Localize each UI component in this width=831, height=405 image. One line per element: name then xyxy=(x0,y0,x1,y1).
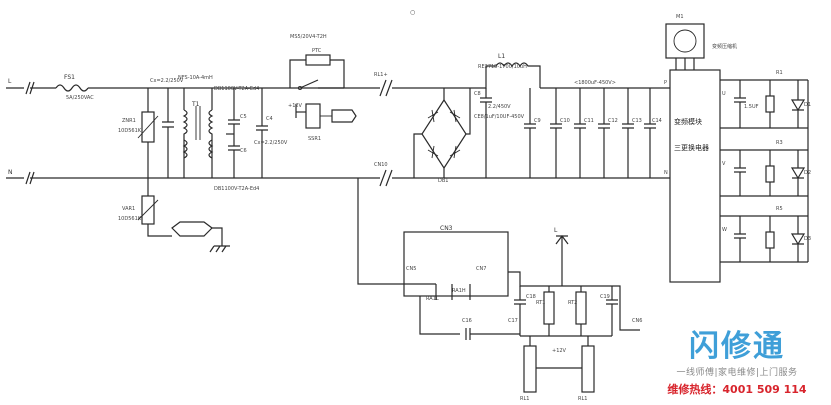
label-l1-spec: RE3718-1700/10uH xyxy=(478,64,527,70)
label-ra1l: RA1L xyxy=(426,296,439,302)
label-c11: C11 xyxy=(584,118,594,124)
label-ptc: PTC xyxy=(312,48,322,54)
label-p-node: P xyxy=(664,80,667,86)
y-capacitors xyxy=(226,88,240,178)
label-t1: T1 xyxy=(191,101,200,108)
label-rl1-a: RL1 xyxy=(520,396,529,402)
label-c13: C13 xyxy=(632,118,642,124)
label-lf: NFS-10A-4mH xyxy=(178,75,213,81)
label-l1: L1 xyxy=(498,53,505,60)
label-rl1plus: RL1+ xyxy=(374,72,388,78)
label-c14: C14 xyxy=(652,118,662,124)
label-cn6: CN6 xyxy=(632,318,642,324)
label-m1: M1 xyxy=(676,14,684,20)
label-znr1-spec: 10D561K xyxy=(118,128,142,134)
brand-slogan: 一线师傅|家电维修|上门服务 xyxy=(676,368,798,378)
label-c9: C9 xyxy=(534,118,541,124)
gate-drive-rows xyxy=(720,79,809,263)
inductor-l1 xyxy=(470,62,541,178)
label-ce: CE8/1uF/10UF-450V xyxy=(474,114,525,120)
bridge-rectifier-db1 xyxy=(413,88,471,178)
varistor-var1 xyxy=(137,178,172,237)
label-c5: C5 xyxy=(240,114,247,120)
input-line-l xyxy=(6,81,372,95)
label-c8-spec: 2.2/450V xyxy=(488,104,511,110)
label-n-in: N xyxy=(8,169,13,176)
connector-cn10 xyxy=(372,169,470,187)
label-c10: C10 xyxy=(560,118,570,124)
label-c8: C8 xyxy=(474,91,481,97)
label-motor-note: 变频压缩机 xyxy=(712,43,737,50)
label-d2: D2 xyxy=(804,170,811,176)
watermark: 闪修通 一线师傅|家电维修|上门服务 维修热线：4001 509 114 xyxy=(657,331,817,397)
brand-logo: 闪修通 xyxy=(689,329,785,364)
label-cy-top: DB1100V-T2A-Ed4 xyxy=(214,86,259,92)
label-12v: +12V xyxy=(288,103,303,109)
capacitor-cx1 xyxy=(162,88,174,178)
label-fs1: FS1 xyxy=(64,74,75,81)
input-line-n xyxy=(6,171,372,185)
hotline-text: 维修热线：4001 509 114 xyxy=(667,383,807,396)
label-csnub: 1.5UF xyxy=(744,104,759,110)
dc-bus xyxy=(470,87,670,179)
label-w: W xyxy=(722,227,727,233)
label-ra1h: RA1H xyxy=(452,288,466,294)
label-znr1: ZNR1 xyxy=(122,118,136,124)
label-rt2: RT2 xyxy=(568,300,577,306)
label-fs1-spec: 5A/250VAC xyxy=(66,95,94,101)
label-cn10: CN10 xyxy=(374,162,388,168)
capacitor-bank xyxy=(524,88,656,178)
label-c12: C12 xyxy=(608,118,618,124)
label-cy-bot: DB1100V-T2A-Ed4 xyxy=(214,186,259,192)
relay-ptc-bypass xyxy=(289,54,357,129)
label-r5: R5 xyxy=(776,206,783,212)
label-cn-left: CN5 xyxy=(406,266,416,272)
label-var1: VAR1 xyxy=(122,206,135,212)
label-c6: C6 xyxy=(240,148,247,154)
gas-discharge-tube xyxy=(171,221,230,253)
label-d3: D3 xyxy=(804,236,811,242)
label-12v-b: +12V xyxy=(552,348,567,354)
inverter-module xyxy=(669,69,721,283)
varistor-znr1 xyxy=(137,88,159,178)
capacitor-cx2 xyxy=(256,88,268,178)
label-l-in: L xyxy=(8,78,12,85)
label-db1: DB1 xyxy=(438,178,448,184)
label-c18: C18 xyxy=(526,294,536,300)
label-cx2: Cx=2.2/250V xyxy=(254,140,288,146)
label-u: U xyxy=(722,91,726,97)
label-l-top: L xyxy=(554,227,558,234)
connector-rl1plus xyxy=(372,79,470,97)
label-cap-bank: <1800uF-450V> xyxy=(574,80,616,86)
label-v: V xyxy=(722,161,726,167)
label-module-2: 三更换电器 xyxy=(674,143,709,152)
label-var1-spec: 10D561K xyxy=(118,216,142,222)
label-relay-spec: MS5/20V4-T2H xyxy=(290,34,327,40)
choke-t1 xyxy=(182,88,214,178)
label-rt1: RT1 xyxy=(536,300,545,306)
label-c19: C19 xyxy=(600,294,610,300)
control-block-cn3 xyxy=(357,178,520,340)
label-ssr: SSR1 xyxy=(308,136,321,142)
label-c16: C16 xyxy=(462,318,472,324)
top-marker: ○ xyxy=(410,9,415,16)
label-c17: C17 xyxy=(508,318,518,324)
label-d1: D1 xyxy=(804,102,811,108)
label-cx1: Cx=2.2/250V xyxy=(150,78,184,84)
label-n-node: N xyxy=(664,170,668,176)
watermark-brand-row: 闪修通 xyxy=(657,331,817,363)
label-rl1-b: RL1 xyxy=(578,396,587,402)
label-c4: C4 xyxy=(266,116,273,122)
label-r1: R1 xyxy=(776,70,783,76)
label-cn-right: CN7 xyxy=(476,266,486,272)
label-cn3: CN3 xyxy=(440,225,453,232)
thermistor-section xyxy=(508,235,640,393)
label-r3: R3 xyxy=(776,140,783,146)
compressor-motor xyxy=(665,23,705,70)
label-module-1: 变频模块 xyxy=(674,117,702,126)
